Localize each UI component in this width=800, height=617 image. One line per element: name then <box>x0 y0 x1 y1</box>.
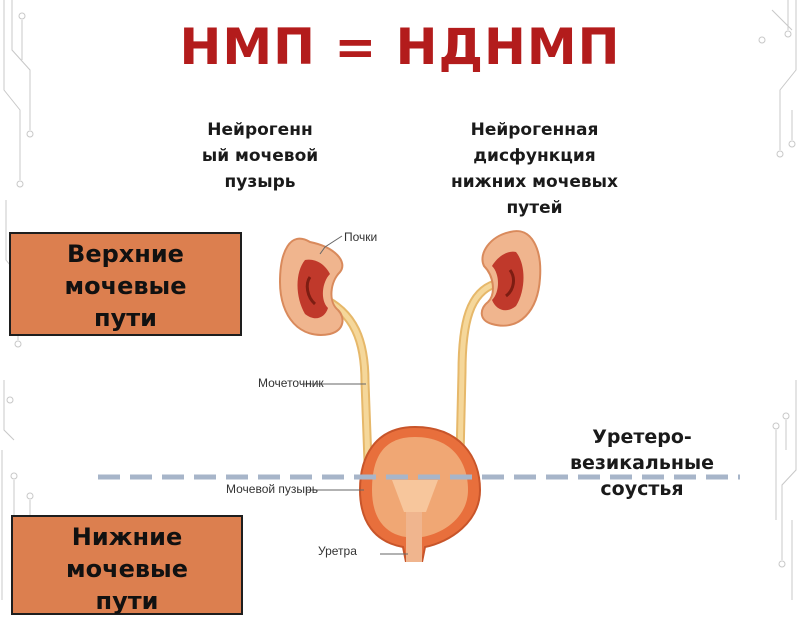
junction-line: везикальные <box>569 452 715 474</box>
lower-urinary-tract-box: Нижние мочевые пути <box>11 515 243 615</box>
ureter-label: Мочеточник <box>258 376 324 390</box>
box-line: Нижние <box>71 523 183 551</box>
urinary-tract-illustration <box>278 230 542 562</box>
box-line: пути <box>95 587 159 615</box>
box-line: Верхние <box>67 240 184 268</box>
term-line: дисфункция <box>473 146 596 166</box>
bladder <box>358 425 482 562</box>
term-line: Нейрогенн <box>207 120 313 140</box>
upper-urinary-tract-box: Верхние мочевые пути <box>9 232 242 336</box>
kidney-left <box>278 237 344 336</box>
urethra-label: Уретра <box>318 544 357 558</box>
term-line: путей <box>506 198 563 218</box>
bladder-label: Мочевой пузырь <box>226 482 318 496</box>
junction-line: Уретеро- <box>592 426 692 448</box>
kidney-label: Почки <box>344 230 378 244</box>
tract-divider-line <box>98 474 740 480</box>
neurogenic-bladder-term: Нейрогенн ый мочевой пузырь <box>180 117 340 195</box>
term-line: нижних мочевых <box>451 172 618 192</box>
term-line: Нейрогенная <box>470 120 599 140</box>
junction-line: соустья <box>600 478 684 500</box>
kidney-right <box>480 230 542 327</box>
term-line: ый мочевой <box>201 146 319 166</box>
box-line: пути <box>94 304 157 332</box>
neurogenic-dysfunction-term: Нейрогенная дисфункция нижних мочевых пу… <box>432 117 637 221</box>
box-line: мочевые <box>64 272 187 300</box>
circuit-decoration-right <box>758 0 797 600</box>
box-line: мочевые <box>65 555 189 583</box>
slide-title: НМП = НДНМП <box>179 18 621 76</box>
term-line: пузырь <box>224 172 296 192</box>
ureterovesical-junction-label: Уретеро- везикальные соустья <box>552 424 732 502</box>
